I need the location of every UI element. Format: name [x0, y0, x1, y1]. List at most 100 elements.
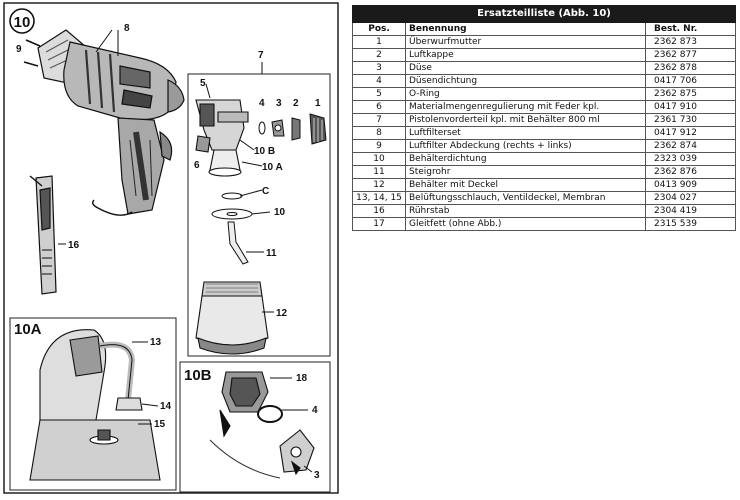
part-name: Luftfilter Abdeckung (rechts + links) [405, 139, 646, 153]
part-order-number: 0417 706 [645, 74, 736, 88]
leader-c [239, 189, 263, 197]
label-14: 14 [160, 401, 172, 412]
label-6: 6 [194, 160, 200, 171]
part-order-number: 2362 876 [645, 165, 736, 179]
front-assembly [195, 99, 249, 177]
label-13: 13 [150, 337, 162, 348]
part-order-number: 2323 039 [645, 152, 736, 166]
label-12: 12 [276, 308, 288, 319]
part-order-number: 0413 909 [645, 178, 736, 192]
part-position: 3 [352, 61, 406, 75]
label-3: 3 [276, 98, 282, 109]
parts-list-title: Ersatzteilliste (Abb. 10) [352, 5, 736, 23]
part-order-number: 2304 027 [645, 191, 736, 205]
part-position: 17 [352, 217, 406, 231]
parts-list-title-row: Ersatzteilliste (Abb. 10) [352, 5, 736, 23]
label-b4: 4 [312, 405, 318, 416]
parts-list-body: Ersatzteilliste (Abb. 10) Pos. Benennung… [352, 5, 736, 231]
part-position: 9 [352, 139, 406, 153]
part-name: Überwurfmutter [405, 35, 646, 49]
part-name: Pistolenvorderteil kpl. mit Behälter 800… [405, 113, 646, 127]
figure-number: 10 [14, 14, 31, 31]
label-5: 5 [200, 78, 206, 89]
label-15: 15 [154, 419, 166, 430]
part-position: 11 [352, 165, 406, 179]
exploded-view-svg: 10 8 9 16 7 [3, 2, 339, 494]
leader-b3 [303, 465, 313, 473]
header-pos: Pos. [352, 22, 406, 36]
part-order-number: 2361 730 [645, 113, 736, 127]
label-11: 11 [266, 248, 277, 259]
part-position: 16 [352, 204, 406, 218]
part-name: Düse [405, 61, 646, 75]
part-order-number: 2362 874 [645, 139, 736, 153]
part-name: Luftkappe [405, 48, 646, 62]
part-order-number: 2315 539 [645, 217, 736, 231]
inset-10a-detail [29, 329, 161, 481]
part-name: Materialmengenregulierung mit Feder kpl. [405, 100, 646, 114]
inset-10a-title: 10A [14, 321, 42, 338]
figure-number-circle [9, 8, 35, 34]
part-name: Rührstab [405, 204, 646, 218]
inset-10b-detail [209, 371, 315, 479]
label-16: 16 [68, 240, 80, 251]
label-2: 2 [293, 98, 299, 109]
part-name: Steigrohr [405, 165, 646, 179]
label-8: 8 [124, 23, 130, 34]
label-4: 4 [259, 98, 265, 109]
part-name: Behälterdichtung [405, 152, 646, 166]
nozzle-parts [258, 113, 327, 145]
part-name: O-Ring [405, 87, 646, 101]
gasket-and-tube [211, 192, 253, 265]
container [195, 281, 269, 355]
part-order-number: 2362 873 [645, 35, 736, 49]
header-order-number: Best. Nr. [645, 22, 736, 36]
label-10b: 10 B [254, 146, 275, 157]
part-position: 5 [352, 87, 406, 101]
leader-10a [241, 161, 263, 167]
label-b3: 3 [314, 470, 320, 481]
part-order-number: 2304 419 [645, 204, 736, 218]
part-order-number: 2362 878 [645, 61, 736, 75]
part-position: 8 [352, 126, 406, 140]
part-order-number: 2362 877 [645, 48, 736, 62]
part-name: Gleitfett (ohne Abb.) [405, 217, 646, 231]
part-position: 10 [352, 152, 406, 166]
leader-8a [95, 29, 113, 53]
part-position: 2 [352, 48, 406, 62]
inset-10b-title: 10B [184, 367, 212, 384]
label-7: 7 [258, 50, 264, 61]
label-10: 10 [274, 207, 286, 218]
part-position: 7 [352, 113, 406, 127]
part-position: 1 [352, 35, 406, 49]
part-name: Behälter mit Deckel [405, 178, 646, 192]
part-order-number: 0417 910 [645, 100, 736, 114]
spray-gun [23, 29, 185, 216]
exploded-view-drawing: 10 8 9 16 7 [0, 0, 345, 500]
parts-list-table: Ersatzteilliste (Abb. 10) Pos. Benennung… [352, 5, 736, 231]
part-position: 4 [352, 74, 406, 88]
part-name: Belüftungsschlauch, Ventildeckel, Membra… [405, 191, 646, 205]
header-name: Benennung [405, 22, 646, 36]
part-name: Düsendichtung [405, 74, 646, 88]
label-9: 9 [16, 44, 22, 55]
part-position: 13, 14, 15 [352, 191, 406, 205]
part-position: 6 [352, 100, 406, 114]
leader-14 [141, 403, 159, 407]
part-order-number: 0417 912 [645, 126, 736, 140]
parts-list-header-row: Pos. Benennung Best. Nr. [352, 22, 736, 36]
